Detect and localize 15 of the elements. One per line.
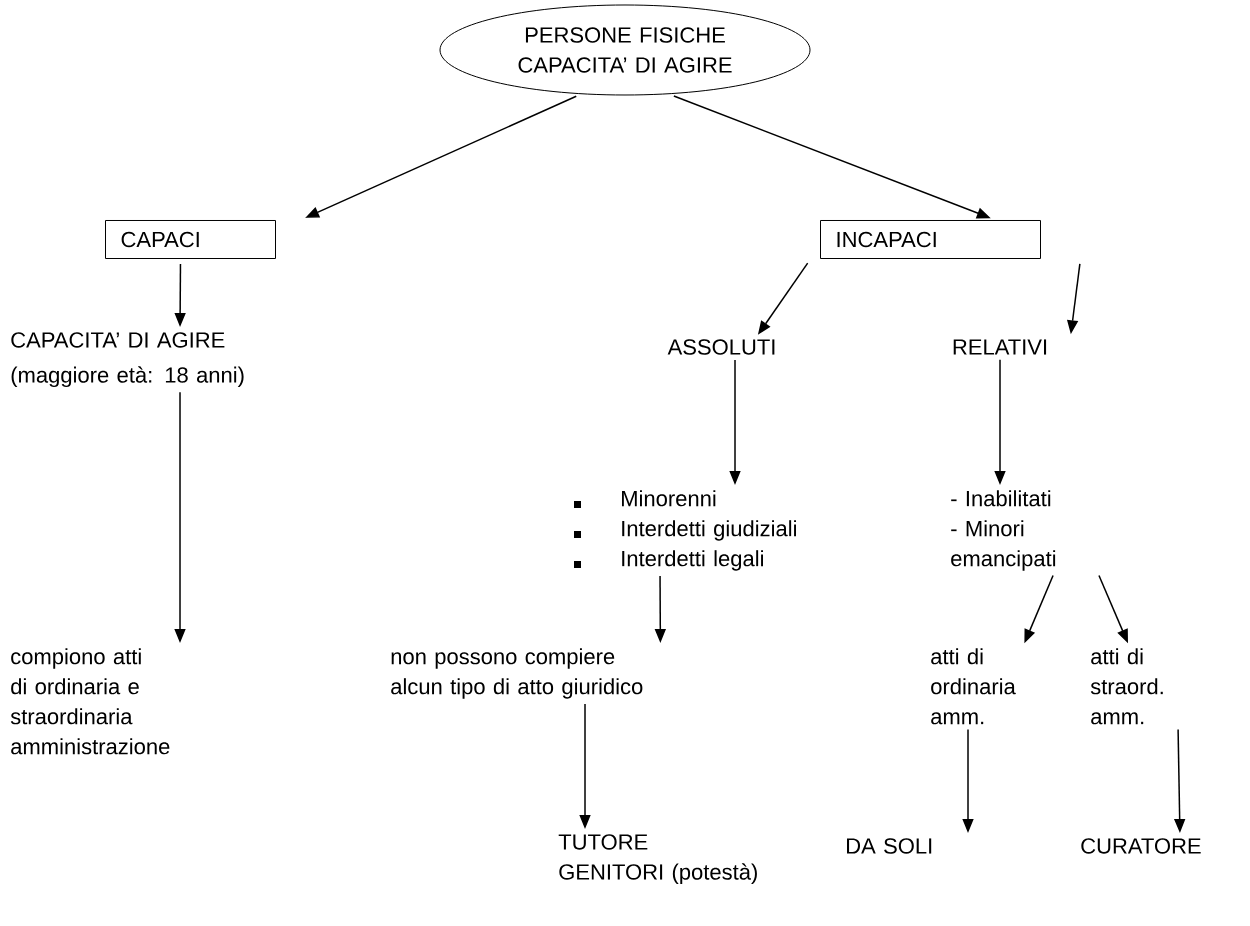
concept-text: ASSOLUTI xyxy=(667,339,775,355)
concept-text: atti di straord. amm. xyxy=(1090,648,1163,725)
list-text: Minorenni Interdetti giudiziali Interdetti legali xyxy=(622,490,796,571)
concept-text: CAPACITA’ DI AGIRE (maggiore età: 18 anni) xyxy=(11,332,244,388)
ellipse-node: PERSONE FISICHE CAPACITA’ DI AGIRE xyxy=(439,4,811,96)
concept-text: compiono atti di ordinaria e straordinaria amministrazione xyxy=(10,648,170,755)
category-box: CAPACI xyxy=(105,220,276,259)
concept-text: TUTORE GENITORI (potestà) xyxy=(558,834,757,885)
list-text: - Inabilitati - Minori emancipati xyxy=(951,490,1056,571)
concept-text: RELATIVI xyxy=(953,339,1047,355)
concept-text: DA SOLI xyxy=(847,838,932,854)
concept-text: atti di ordinaria amm. xyxy=(931,648,1016,725)
category-box: INCAPACI xyxy=(820,220,1041,259)
concept-text: non possono compiere alcun tipo di atto giuridico xyxy=(391,648,643,699)
concept-text: CURATORE xyxy=(1081,838,1201,854)
